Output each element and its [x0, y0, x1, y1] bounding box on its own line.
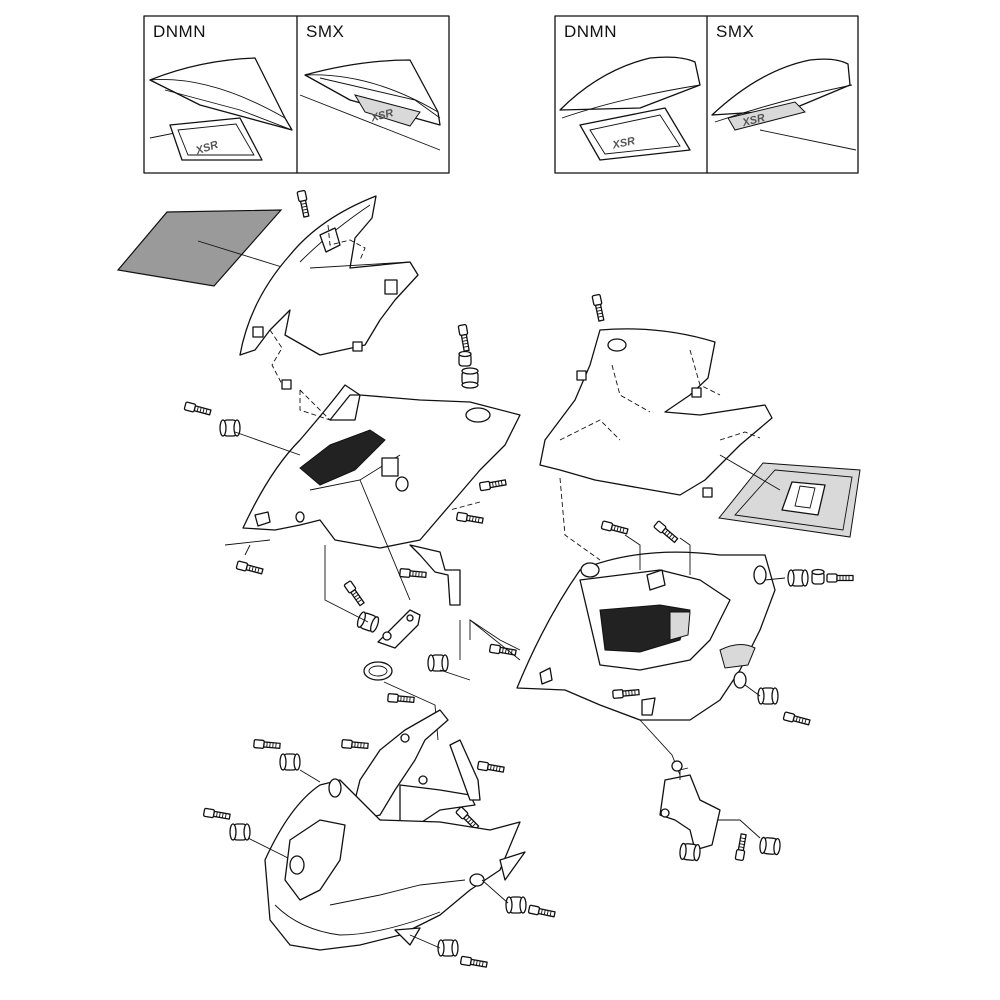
right-leader-lines [439, 477, 786, 839]
right-lower-cowl [516, 551, 776, 721]
emblem-text-dnmn-right: XSR [611, 135, 637, 152]
variant-label-dnmn-right: DNMN [564, 22, 617, 41]
left-side-cowl [242, 384, 521, 549]
cowl-sketch-dnmn-right: XSR [559, 56, 701, 161]
right-lower-bracket [659, 760, 782, 862]
assembly-guide-lines [244, 390, 521, 661]
lower-stay-bracket [341, 661, 506, 832]
emblem-text-smx-right: XSR [740, 112, 766, 129]
cowl-sketch-dnmn-left: XSR [149, 57, 293, 161]
left-fasteners [183, 323, 508, 649]
emblem-text-smx-left: XSR [369, 107, 395, 125]
cowl-sketch-smx-right: XSR [711, 58, 857, 151]
right-decal [718, 454, 861, 538]
belly-pan-cowl [264, 778, 526, 951]
belly-pan-fasteners [202, 738, 557, 970]
left-upper-cowl [239, 189, 419, 391]
variant-label-smx-left: SMX [306, 22, 344, 41]
cowl-sketch-smx-left: XSR [299, 59, 441, 151]
left-leader-lines [224, 389, 481, 623]
right-upper-cowl [539, 293, 773, 498]
variant-label-smx-right: SMX [716, 22, 754, 41]
variant-box-right: DNMN SMX XSR XSR [554, 15, 859, 174]
variant-label-dnmn-left: DNMN [153, 22, 206, 41]
variant-box-left: DNMN SMX XSR XSR [143, 15, 450, 174]
left-decal-sheet [116, 209, 286, 287]
